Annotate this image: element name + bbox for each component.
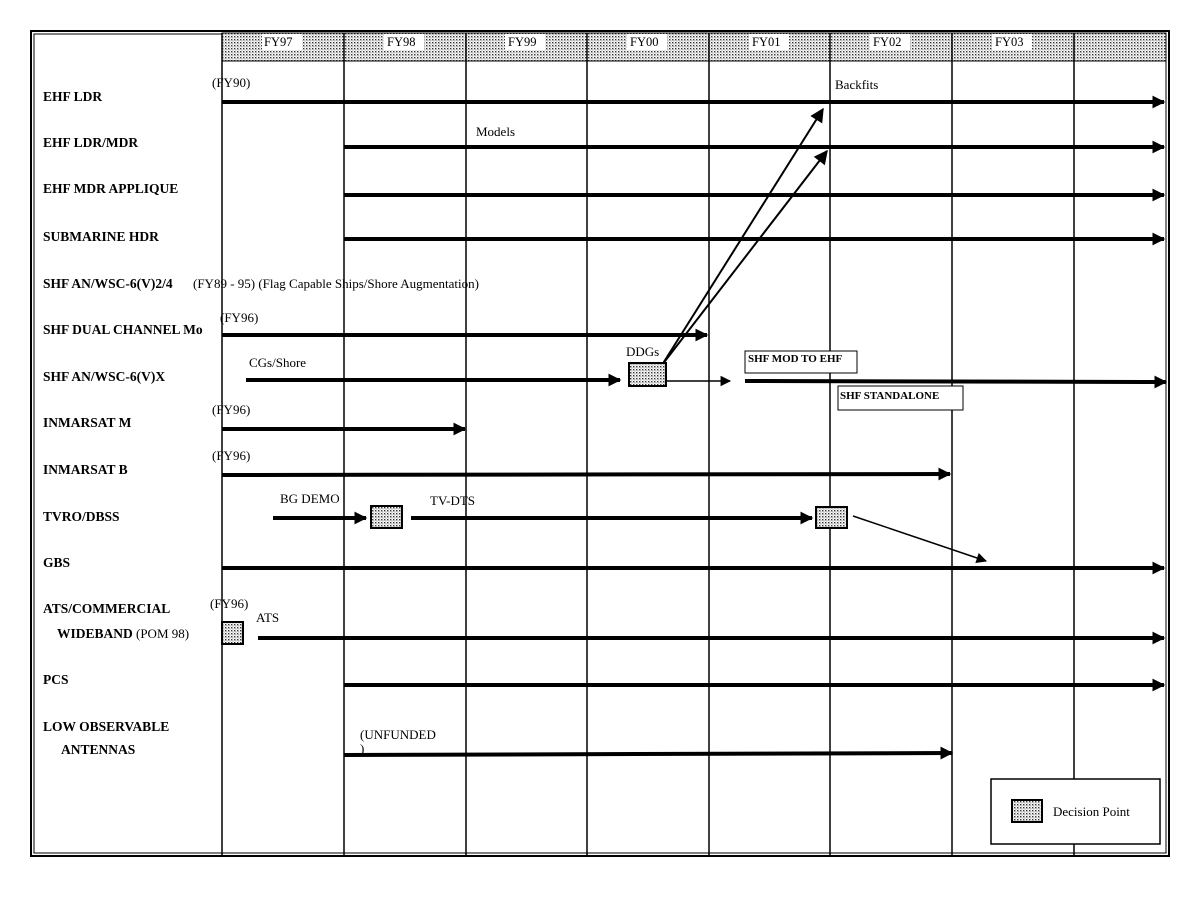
annotation: (UNFUNDED — [360, 727, 436, 742]
low-observable-bar — [343, 746, 954, 760]
ddgs-to-backfits-arrow — [661, 107, 824, 366]
program-label: EHF MDR APPLIQUE — [43, 181, 178, 196]
program-label: ANTENNAS — [61, 742, 135, 757]
program-label: LOW OBSERVABLE — [43, 719, 169, 734]
outer-frame — [30, 30, 1170, 857]
program-label: TVRO/DBSS — [43, 509, 120, 524]
decision-points — [221, 362, 848, 645]
program-label: GBS — [43, 555, 70, 570]
annotation: (FY96) — [212, 402, 250, 417]
program-label: PCS — [43, 672, 69, 687]
annotation: ATS — [256, 610, 279, 625]
decision-point-swatch — [1011, 799, 1043, 823]
annotation: (FY96) — [220, 310, 258, 325]
annotation: DDGs — [626, 344, 659, 359]
annotation: (FY96) — [212, 448, 250, 463]
program-note: (FY89 - 95) (Flag Capable Ships/Shore Au… — [193, 276, 479, 291]
fy-label: FY02 — [873, 35, 901, 49]
legend-label: Decision Point — [1053, 804, 1130, 819]
inner-frame — [33, 33, 1167, 854]
annotation: Backfits — [835, 77, 878, 92]
fy-label: FY03 — [995, 35, 1023, 49]
program-label: WIDEBAND — [57, 626, 133, 641]
annotation: SHF MOD TO EHF — [748, 353, 843, 365]
tvro-tail-arrow — [852, 515, 987, 563]
year-grid-lines — [221, 33, 1075, 855]
annotation: CGs/Shore — [249, 355, 306, 370]
program-labels: EHF LDR EHF LDR/MDR EHF MDR APPLIQUE SUB… — [43, 89, 479, 757]
decision-point-ats — [221, 621, 244, 645]
program-note: (POM 98) — [136, 626, 189, 641]
ddgs-to-models-arrow — [661, 149, 828, 366]
fy-label: FY00 — [630, 35, 658, 49]
fiscal-year-labels: FY97 FY98 FY99 FY00 FY01 FY02 FY03 — [262, 34, 1032, 50]
program-label: SHF DUAL CHANNEL Mo — [43, 322, 203, 337]
annotation: BG DEMO — [280, 491, 340, 506]
annotation: Models — [476, 124, 515, 139]
annotation: SHF STANDALONE — [840, 390, 939, 402]
program-label: EHF LDR — [43, 89, 102, 104]
annotations: (FY90) Backfits Models (FY96) CGs/Shore … — [210, 75, 964, 756]
program-label: INMARSAT M — [43, 415, 132, 430]
shf-mod-to-ehf-box — [744, 350, 858, 374]
program-label: SHF AN/WSC-6(V)X — [43, 369, 165, 384]
inmarsat-b-bar — [221, 467, 952, 481]
program-label: INMARSAT B — [43, 462, 128, 477]
shf-wsc6-vx-bar-c — [744, 375, 1168, 389]
program-label: ATS/COMMERCIAL — [43, 601, 170, 616]
program-label: EHF LDR/MDR — [43, 135, 138, 150]
fy-label: FY99 — [508, 35, 536, 49]
annotation: TV-DTS — [430, 493, 475, 508]
timeline-bars — [221, 95, 1168, 760]
shf-standalone-box — [837, 385, 964, 411]
annotation: ) — [360, 741, 364, 756]
program-label: SHF AN/WSC-6(V)2/4 — [43, 276, 173, 291]
fy-label: FY01 — [752, 35, 780, 49]
decision-point-ddgs — [628, 362, 667, 387]
legend: Decision Point — [990, 778, 1161, 845]
annotation: (FY96) — [210, 596, 248, 611]
fy-label: FY97 — [264, 35, 292, 49]
fy-label: FY98 — [387, 35, 415, 49]
program-label: SUBMARINE HDR — [43, 229, 159, 244]
decision-point-tv-dts — [815, 506, 848, 529]
annotation: (FY90) — [212, 75, 250, 90]
decision-point-bg-demo — [370, 505, 403, 529]
